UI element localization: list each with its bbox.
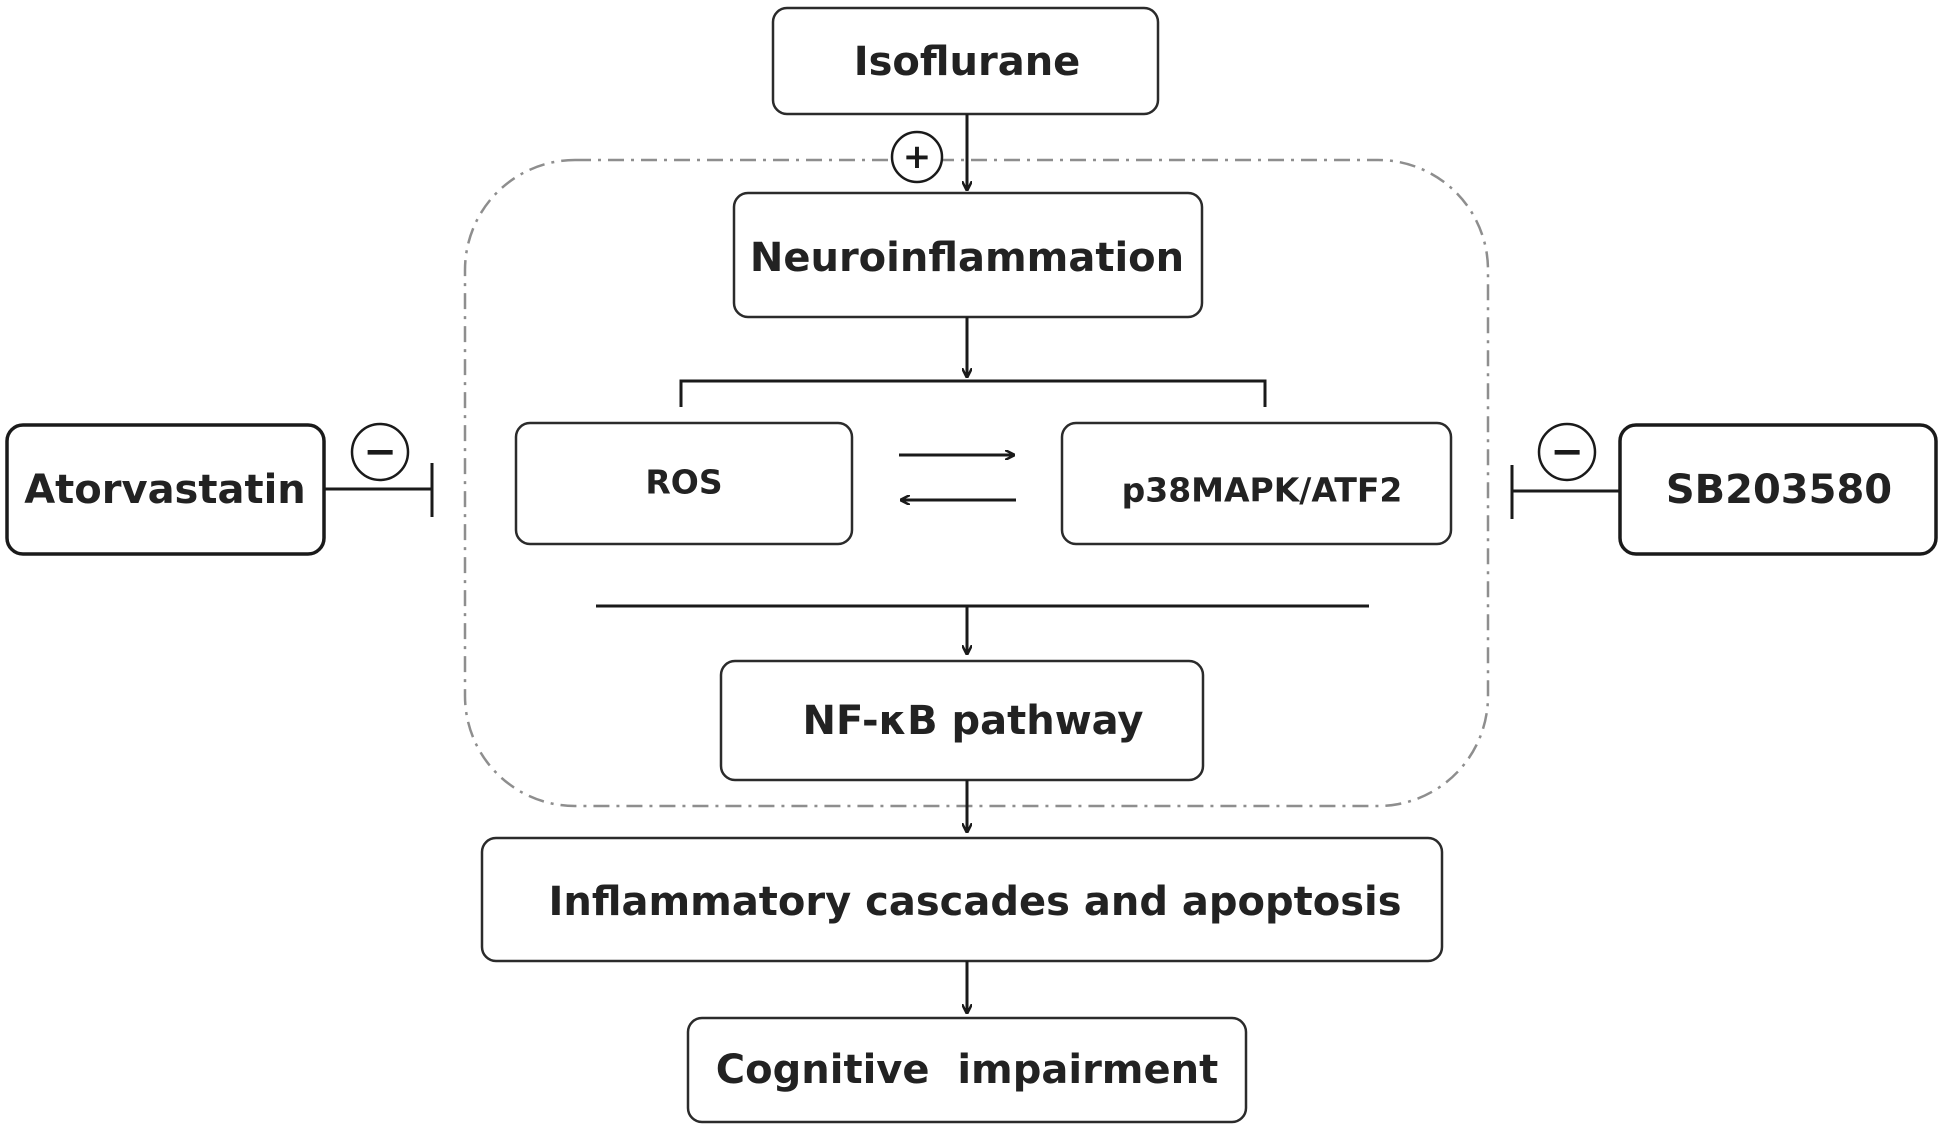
split-bracket — [679, 379, 1267, 407]
neuroinflammation-label: Neuroinflammation — [750, 235, 1184, 281]
plus-icon: + — [903, 137, 932, 177]
inhibit-sign-right: − — [1537, 422, 1597, 482]
ros-label: ROS — [645, 463, 722, 502]
inflammatory-node: Inflammatory cascades and apoptosis — [480, 836, 1444, 963]
minus-icon: − — [363, 429, 397, 475]
sb203580-node: SB203580 — [1618, 423, 1938, 556]
cognitive-node: Cognitive impairment — [686, 1016, 1248, 1124]
atorvastatin-label: Atorvastatin — [24, 467, 306, 513]
inflammatory-label: Inflammatory cascades and apoptosis — [548, 879, 1401, 925]
nfkb-label: NF-κB pathway — [802, 698, 1143, 744]
nfkb-node: NF-κB pathway — [719, 659, 1205, 782]
minus-icon: − — [1550, 429, 1584, 475]
isoflurane-node: Isoflurane — [771, 6, 1160, 116]
promote-sign: + — [890, 130, 944, 184]
p38mapk-atf2-node: p38MAPK/ATF2 — [1060, 421, 1453, 546]
sb203580-label: SB203580 — [1666, 467, 1892, 513]
inhibit-sign-left: − — [350, 422, 410, 482]
neuroinflammation-node: Neuroinflammation — [732, 191, 1204, 319]
pathway-region-outline — [463, 158, 1490, 808]
cognitive-label: Cognitive impairment — [716, 1047, 1218, 1093]
atorvastatin-node: Atorvastatin — [5, 423, 326, 556]
ros-node: ROS — [514, 421, 854, 546]
isoflurane-label: Isoflurane — [854, 39, 1081, 85]
p38mapk-atf2-label: p38MAPK/ATF2 — [1122, 471, 1403, 510]
